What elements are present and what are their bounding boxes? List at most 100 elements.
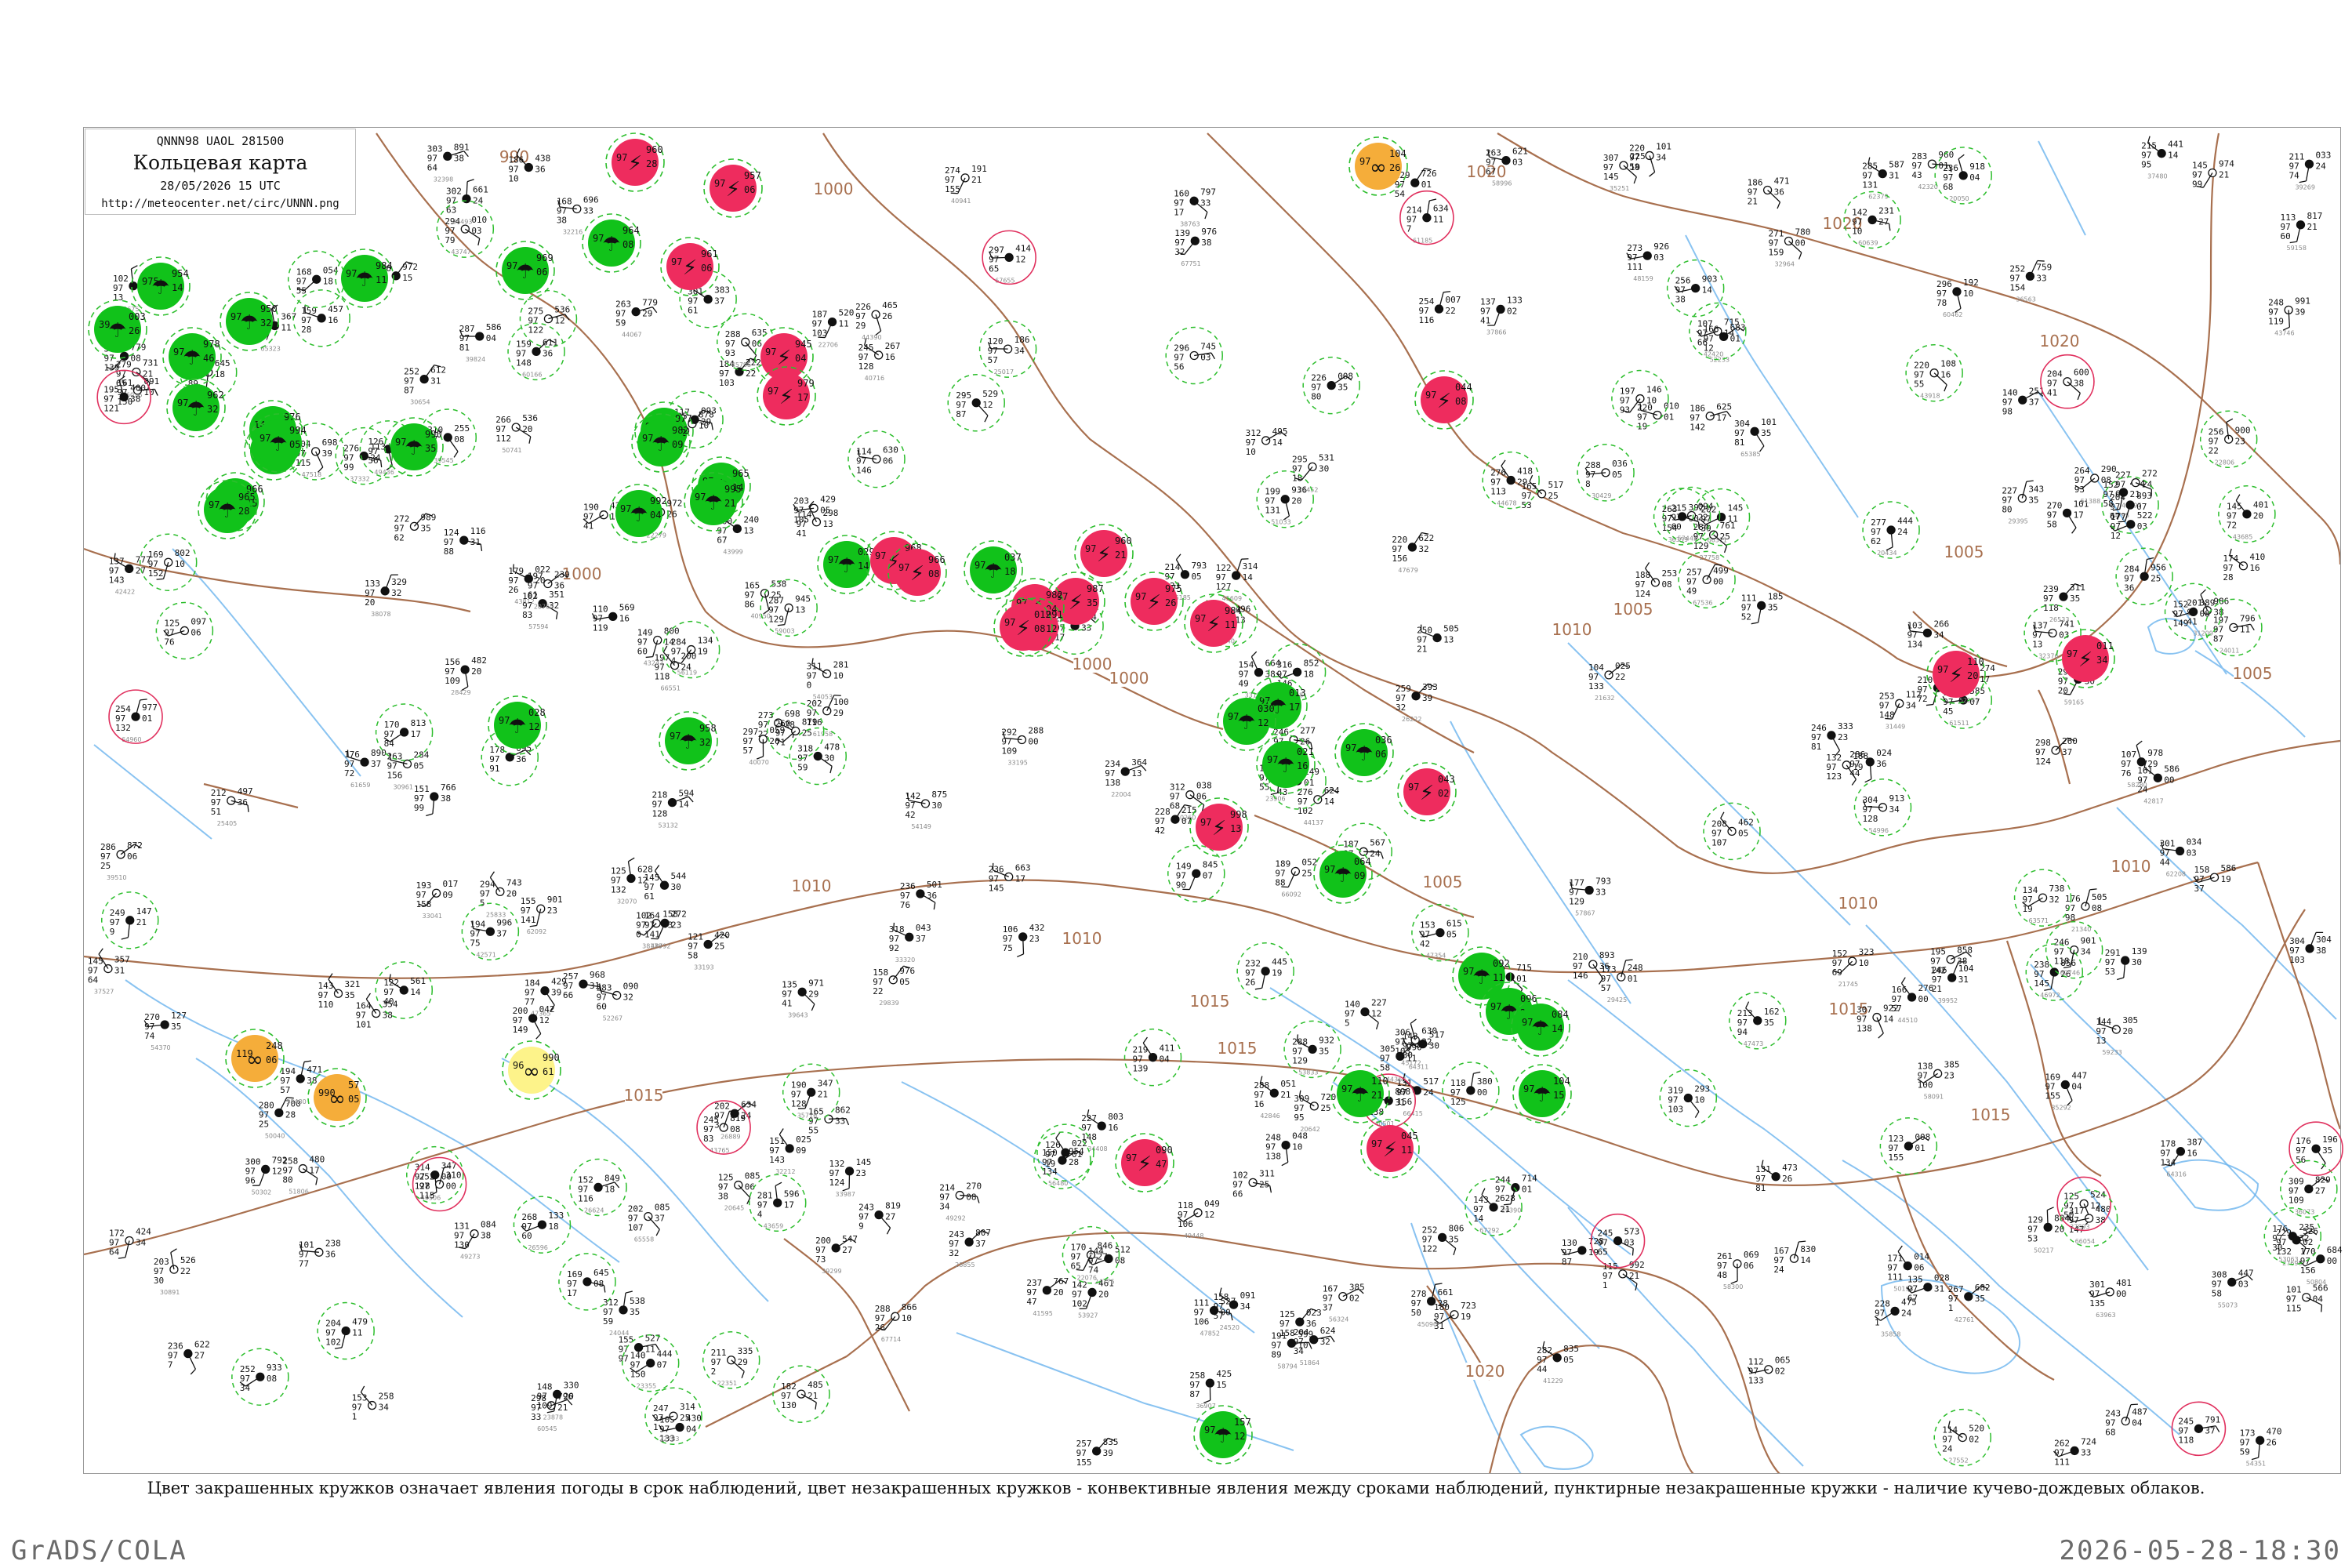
station-index: 56324 [1329, 1316, 1348, 1323]
station-value: 27 [885, 1212, 895, 1222]
station-pressure: 084 [1552, 1009, 1569, 1020]
station-value: 4 [757, 1209, 763, 1219]
station-value: 81 [1734, 437, 1744, 448]
station-value: 44 [1537, 1364, 1548, 1374]
station-value: 222 [746, 358, 761, 368]
station-value: 13 [1443, 635, 1454, 645]
station-value: 05 [1612, 470, 1622, 480]
station-value: 97 [791, 1089, 801, 1099]
wind-barb [305, 312, 322, 319]
station-value: 12 [982, 400, 993, 410]
station-value: 156 [1396, 1097, 1412, 1107]
station-value: 97 [1072, 1289, 1082, 1299]
station-value: 991 [2295, 296, 2310, 306]
station-temperature: 97 [898, 562, 909, 573]
station-value: 00 [2327, 1256, 2337, 1266]
station-value: 306 [1395, 1028, 1410, 1038]
station-tendency: 06 [266, 1054, 277, 1065]
station-temperature: 990 [318, 1087, 336, 1098]
station-value: 97 [164, 627, 174, 637]
isobar-label-bg [1073, 655, 1111, 673]
station-index: 28855 [955, 1261, 975, 1269]
station-index: 44137 [1304, 819, 1323, 826]
station-value: 21 [136, 917, 147, 927]
station-tendency: 06 [536, 267, 547, 278]
station-index: 64316 [2166, 1171, 2186, 1178]
station-value: 30 [1319, 463, 1329, 474]
station-value: 11 [2240, 624, 2250, 634]
wind-barb-feather [1294, 477, 1302, 481]
station-value: 347 [818, 1078, 833, 1088]
station-value: 23 [1944, 1070, 1955, 1080]
wind-barb-feather [982, 1229, 989, 1234]
station-value: 13 [795, 604, 805, 615]
station-tendency: 32 [207, 404, 218, 415]
station-pressure: 994 [289, 425, 307, 436]
station-index: 48792 [651, 942, 670, 949]
station-value: 24 [473, 196, 484, 206]
station-tendency: 02 [1438, 788, 1449, 799]
wind-barb [1364, 1011, 1379, 1023]
station-index: 30961 [393, 783, 412, 790]
station-value: 102 [1298, 806, 1313, 816]
station-pressure: 982 [1046, 590, 1063, 601]
station-value: 26 [1300, 737, 1310, 747]
station-value: 13 [822, 519, 833, 529]
isobar-label: 1020 [1465, 1362, 1505, 1381]
station-value: 61 [528, 590, 538, 600]
station-value: 974 [2219, 158, 2234, 169]
station-value: 465 [882, 300, 898, 310]
station-value: 143 [109, 575, 125, 585]
station-value: 414 [1015, 243, 1031, 253]
station-value: 20 [522, 424, 532, 434]
station-value: 34 [136, 1238, 147, 1248]
station-index: 21632 [1595, 695, 1614, 702]
station-value: 33 [2036, 273, 2046, 283]
station-value: 09 [443, 890, 453, 900]
station-value: 13 [2096, 1036, 2106, 1046]
station-index: 49448 [1184, 1232, 1203, 1240]
station-value: 23 [671, 920, 681, 930]
station-value: 900 [2235, 425, 2251, 435]
station-index: 51864 [1300, 1359, 1319, 1367]
station-value: 64 [88, 975, 99, 985]
wind-barb-feather [2089, 888, 2097, 891]
station-index: 38763 [1180, 220, 1200, 227]
station-value: 505 [1443, 624, 1459, 634]
station-value: 38 [383, 1011, 393, 1021]
station-value: 36 [325, 1249, 336, 1259]
station-value: 166 [1892, 985, 1907, 995]
station-value: 51 [211, 807, 221, 817]
station-pressure: 036 [1375, 735, 1392, 746]
station-value: 06 [127, 851, 137, 862]
isobar-label: 1000 [1073, 655, 1112, 673]
station-value: 30 [2132, 957, 2142, 967]
station-value: 111 [1887, 1272, 1903, 1283]
wind-barb [328, 978, 339, 994]
station-value: 090 [623, 982, 639, 992]
station-value: 03 [2187, 848, 2197, 858]
station-value: 156 [1392, 554, 1407, 564]
map-url[interactable]: http://meteocenter.net/circ/UNNN.png [85, 198, 355, 210]
station-value: 97 [1292, 463, 1302, 474]
station-value: 447 [2238, 1268, 2254, 1278]
station-value: 354 [383, 1000, 398, 1010]
station-value: 130 [781, 1400, 797, 1410]
station-value: 429 [820, 494, 836, 504]
station-value: 56 [1174, 361, 1184, 372]
